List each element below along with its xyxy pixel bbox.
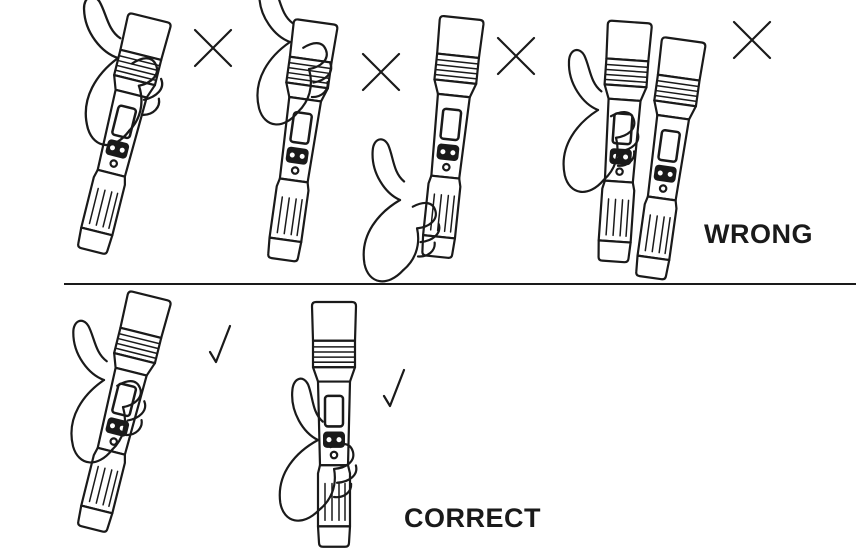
- cross-mark-1: [193, 28, 233, 68]
- wrong-label: WRONG: [704, 219, 813, 249]
- correct-example-1: [50, 289, 232, 536]
- wrong-example-1: [59, 0, 233, 258]
- wrong-example-3: [350, 14, 536, 285]
- check-mark-1: [208, 324, 232, 364]
- check-mark-2: [382, 368, 406, 408]
- cross-mark-2: [361, 52, 401, 92]
- cross-mark-3: [496, 36, 536, 76]
- correct-example-2: [270, 300, 406, 549]
- cross-mark-4: [732, 20, 772, 60]
- correct-label: CORRECT: [404, 503, 541, 533]
